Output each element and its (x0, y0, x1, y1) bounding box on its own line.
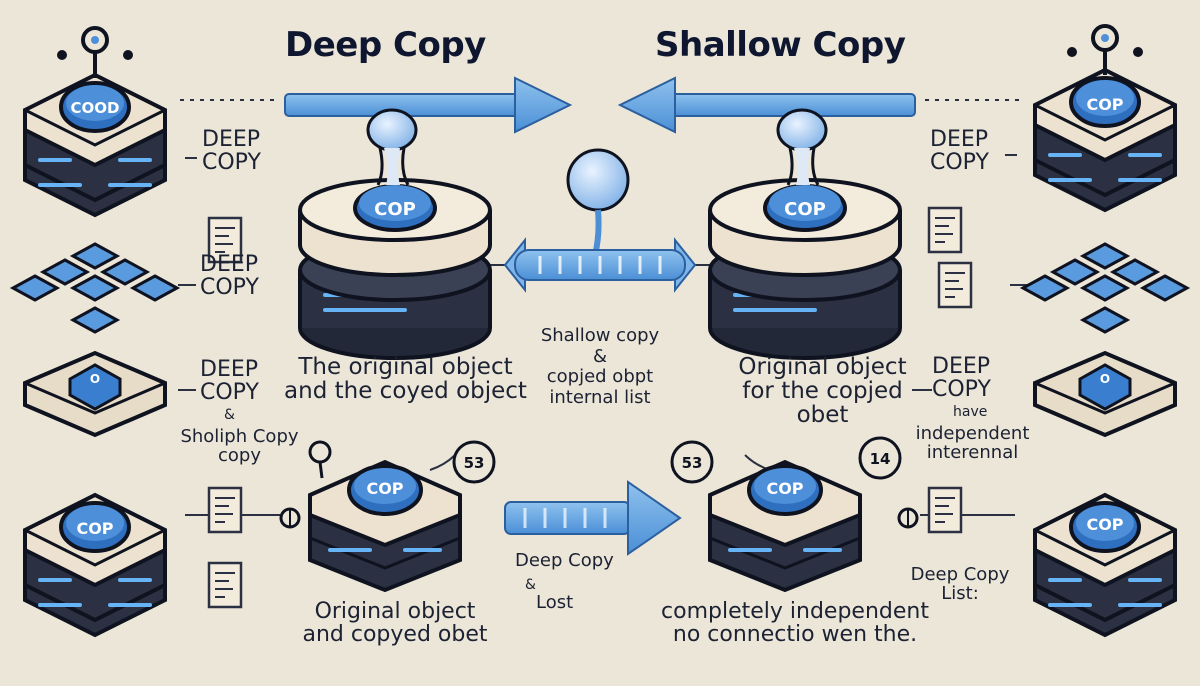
right-label-deep-copy-1: DEEP COPY (930, 127, 989, 176)
caption-deep-copy: Deep Copy (515, 550, 614, 571)
left-label-amp: & (224, 407, 235, 423)
caption-original-coyed: The original object and the coyed object (284, 354, 527, 405)
caption-original-copyed: Original object and copyed obet (302, 599, 488, 648)
center-pipe (503, 237, 697, 293)
caption-completely-independent: completely independent no connectio wen … (661, 599, 929, 648)
left-label-deep-copy-2: DEEP COPY (200, 252, 259, 301)
right-label-independent: independent interennal (915, 423, 1030, 463)
badge-mid: 53 (682, 454, 703, 472)
bottom-arrow (504, 480, 682, 556)
cop-label-original: COP (374, 199, 416, 220)
left-label-shallow-copy: Sholiph Copy copy (180, 426, 299, 466)
top-arrow-right (617, 76, 916, 134)
cop-label-bottom-right: COP (1086, 515, 1123, 534)
caption-shallow-internal: Shallow copy & copjed obpt internal list (540, 325, 660, 409)
cop-label-mid-left: COP (366, 479, 403, 498)
right-stack (1021, 68, 1189, 637)
plunger-right (776, 108, 828, 186)
left-label-deep-copy-1: DEEP COPY (202, 127, 261, 176)
pins (279, 440, 919, 529)
zero-label-left: O (90, 372, 100, 386)
right-label-have: have (953, 404, 988, 420)
badge-circles (452, 436, 902, 484)
title-deep-copy: Deep Copy (285, 25, 486, 65)
badge-right: 14 (870, 450, 891, 468)
left-label-deep-copy-3: DEEP COPY (200, 357, 259, 406)
antenna-right (1067, 24, 1143, 75)
caption-lost: Lost (536, 592, 574, 613)
cop-label-top-left: COOD (71, 99, 120, 117)
cop-label-copied: COP (784, 199, 826, 220)
antenna-left (57, 26, 133, 78)
right-label-deep-copy-list: Deep Copy List: (910, 564, 1010, 604)
caption-amp: & (525, 577, 536, 593)
cop-label-top-right: COP (1086, 95, 1123, 114)
left-stack (11, 73, 179, 637)
top-arrow-left (284, 76, 573, 134)
plunger-left (366, 108, 418, 186)
caption-original-copjed: Original object for the copjed obet (738, 354, 907, 429)
cop-label-mid-right: COP (766, 479, 803, 498)
right-label-deep-copy-2: DEEP COPY (932, 354, 991, 403)
badge-left: 53 (464, 454, 485, 472)
center-bulb (566, 148, 630, 256)
cop-label-bottom-left: COP (76, 519, 113, 538)
title-shallow-copy: Shallow Copy (655, 25, 906, 65)
zero-label-right: O (1100, 372, 1110, 386)
